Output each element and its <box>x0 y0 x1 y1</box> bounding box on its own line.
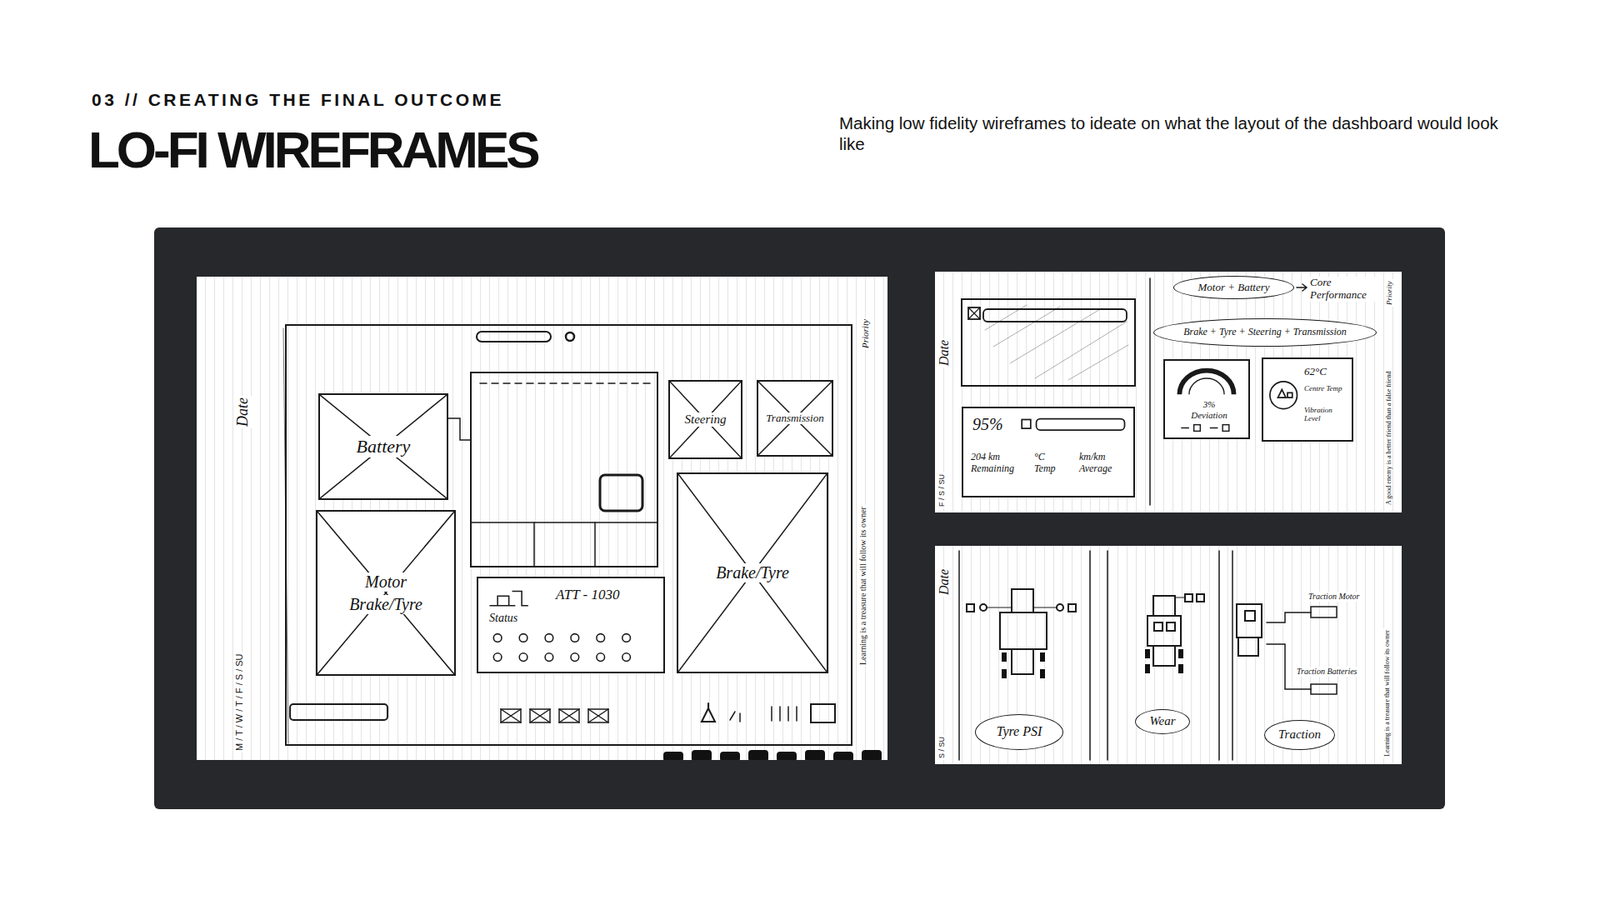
notebook-print: M / T / W / T / F / S / SU <box>234 651 245 753</box>
notebook-quote: A good enemy is a better friend than a f… <box>1385 370 1393 507</box>
handwritten-text: km/km Average <box>1076 451 1130 475</box>
label-oval: Brake + Tyre + Steering + Transmission <box>1153 318 1377 347</box>
sketch-box: Brake/Tyre <box>676 472 829 674</box>
handwritten-text: 62°C <box>1301 365 1330 379</box>
notebook-print: S / SU <box>937 735 946 760</box>
handwritten-text: 204 km Remaining <box>968 451 1019 475</box>
handwritten-text: Brake/Tyre <box>346 595 425 615</box>
sketch-box: Steering <box>668 380 743 460</box>
handwritten-text: Tyre PSI <box>994 724 1045 740</box>
section-eyebrow: 03 // CREATING THE FINAL OUTCOME <box>90 90 506 110</box>
handwritten-text: °C Temp <box>1031 451 1070 475</box>
sketch-box: MotorBrake/Tyre <box>315 510 456 676</box>
notebook-print: Date <box>234 395 252 429</box>
slide-title: LO-FI WIREFRAMES <box>88 124 538 176</box>
handwritten-text: Battery <box>354 435 414 457</box>
handwritten-text: Transmission <box>763 412 826 425</box>
label-oval: Wear <box>1135 709 1190 735</box>
sketch-box: ATT - 1030Status <box>476 576 665 674</box>
notebook-print: Date <box>936 338 952 368</box>
handwritten-text: Motor <box>362 572 410 592</box>
handwritten-text: Brake/Tyre <box>713 563 792 583</box>
handwritten-text: Motor + Battery <box>1195 281 1272 295</box>
notebook-quote: Learning is a treasure that will follow … <box>858 505 869 667</box>
handwritten-text: 95% <box>970 415 1006 435</box>
handwritten-text: Status <box>486 611 520 625</box>
handwritten-text: Brake + Tyre + Steering + Transmission <box>1180 326 1350 339</box>
handwritten-text: 3% Deviation <box>1181 399 1237 420</box>
notebook-print: Priority <box>860 317 871 350</box>
notebook-print: Date <box>936 567 952 597</box>
handwritten-note: Core Performance <box>1308 276 1380 302</box>
handwritten-note: Traction Motor <box>1306 591 1361 602</box>
label-oval: Traction <box>1264 720 1335 750</box>
sketch-box: Battery <box>318 393 449 500</box>
handwritten-text: Traction <box>1275 727 1324 742</box>
cross-placeholder <box>317 511 455 675</box>
sketch-box: Transmission <box>756 380 834 457</box>
sketch-box: 3% Deviation <box>1163 359 1250 440</box>
label-oval: Motor + Battery <box>1173 275 1295 300</box>
handwritten-text: Centre Temp <box>1301 384 1349 393</box>
slide-description: Making low fidelity wireframes to ideate… <box>839 112 1506 155</box>
notebook-print: F / S / SU <box>937 472 946 509</box>
handwritten-note: Traction Batteries <box>1295 666 1360 677</box>
notebook-quote: Learning is a treasure that will follow … <box>1383 628 1391 759</box>
handwritten-text: Wear <box>1146 714 1178 729</box>
handwritten-text: Vibration Level <box>1301 405 1349 424</box>
sketch-box: 95% 204 km Remaining °C Tempkm/km Average <box>961 406 1135 498</box>
handwritten-text: Steering <box>682 412 730 427</box>
sketch-box: 62°C Centre TempVibration Level <box>1261 357 1354 442</box>
label-oval: Tyre PSI <box>975 714 1064 750</box>
handwritten-text: ATT - 1030 <box>553 586 623 604</box>
notebook-print: Priority <box>1385 280 1394 308</box>
